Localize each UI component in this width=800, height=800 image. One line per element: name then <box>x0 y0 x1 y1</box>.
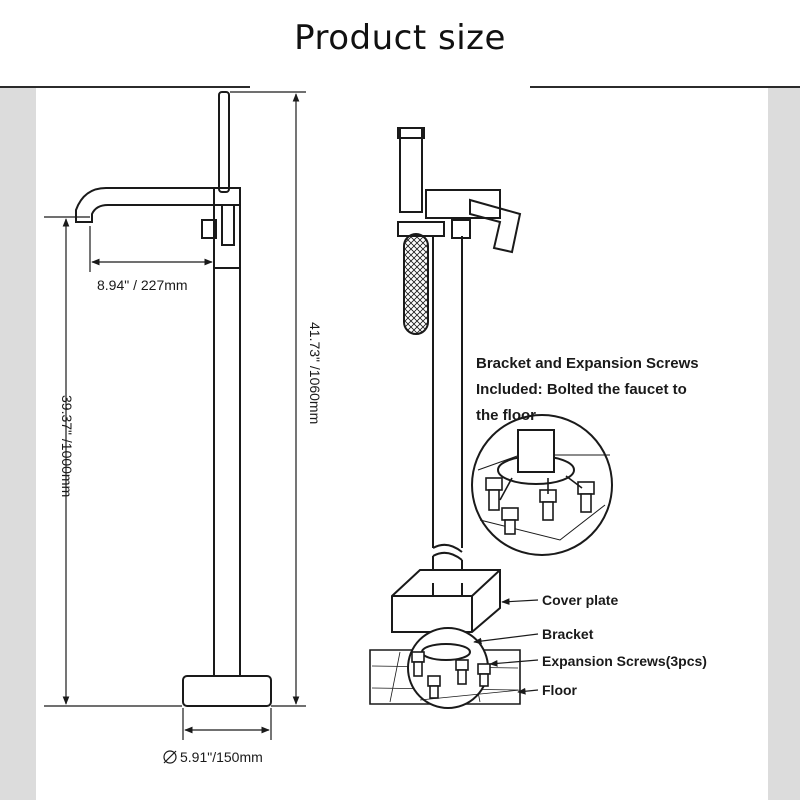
diagram-panel <box>36 78 768 800</box>
cover-plate-label: Cover plate <box>542 592 618 608</box>
faucet-side-view <box>75 91 272 707</box>
total-height-dimension <box>230 91 306 707</box>
spout-height-dimension <box>44 216 182 707</box>
floor-screw-icon <box>411 651 491 699</box>
floor-installation <box>369 627 521 709</box>
spout <box>75 187 240 223</box>
left-gray-band <box>0 78 36 800</box>
callout-line-2: Included: Bolted the faucet to <box>476 381 687 398</box>
faucet-front-view <box>397 127 522 592</box>
spout-reach-dimension <box>89 226 215 272</box>
mixer-handle <box>201 219 217 239</box>
title-bar <box>0 0 800 86</box>
title-rule-left <box>0 86 250 88</box>
expansion-screws-label: Expansion Screws(3pcs) <box>542 653 707 669</box>
title-rule-right <box>530 86 800 88</box>
callout-line-3: the floor <box>476 407 536 424</box>
base-diameter-dimension <box>182 708 272 740</box>
front-spout <box>469 198 522 254</box>
shower-holder-cap <box>397 127 425 139</box>
valve-block <box>425 189 501 219</box>
shower-holder <box>399 127 423 213</box>
page-title: Product size <box>294 18 506 58</box>
bracket-label: Bracket <box>542 626 594 642</box>
base-diameter-label: 5.91"/150mm <box>180 749 263 765</box>
diameter-symbol-icon <box>163 750 177 764</box>
detail-column <box>517 429 555 473</box>
column-break <box>432 543 463 553</box>
front-handle <box>451 219 471 239</box>
diverter <box>397 221 445 237</box>
right-gray-band <box>768 78 800 800</box>
callout-leaders <box>473 598 539 695</box>
valve-body <box>213 187 241 269</box>
total-height-label: 41.73" /1060mm <box>307 322 323 424</box>
callout-line-1: Bracket and Expansion Screws <box>476 355 699 372</box>
base-plate <box>182 675 272 707</box>
bracket-detail-magnifier <box>471 414 613 556</box>
expansion-screw-icon <box>485 477 595 535</box>
shower-hose <box>403 233 429 335</box>
spout-height-label: 39.37" /1000mm <box>59 395 75 497</box>
handle-lever <box>221 204 235 246</box>
floor-label: Floor <box>542 682 578 698</box>
hand-shower-wand <box>218 91 230 193</box>
cover-plate <box>391 569 501 633</box>
spout-reach-label: 8.94" / 227mm <box>97 277 188 293</box>
